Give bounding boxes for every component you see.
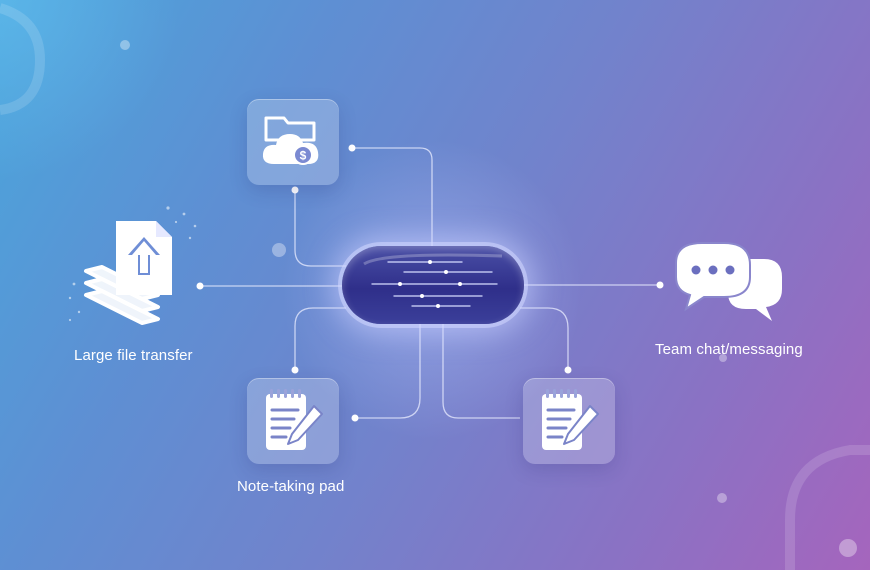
file-transfer-label: Large file transfer bbox=[74, 347, 193, 364]
cloud-storage-tile[interactable]: $ bbox=[247, 99, 339, 185]
data-stream-hub-icon bbox=[363, 253, 503, 308]
notepad-pencil-icon bbox=[266, 389, 323, 450]
notepad-pencil-icon bbox=[542, 389, 599, 450]
link-cloud-hub bbox=[352, 147, 433, 248]
link-dot bbox=[291, 366, 299, 374]
file-upload-stack-icon bbox=[84, 221, 172, 325]
link-cloud-hub-lower bbox=[294, 190, 346, 267]
link-dot bbox=[351, 414, 359, 422]
link-dot bbox=[656, 281, 664, 289]
link-dot bbox=[291, 186, 299, 194]
link-dot bbox=[564, 366, 572, 374]
link-notes-right-hub bbox=[442, 322, 520, 419]
link-dot bbox=[348, 144, 356, 152]
note-pad-tile[interactable] bbox=[247, 378, 339, 464]
chat-bubbles-icon bbox=[675, 242, 782, 321]
team-chat-label: Team chat/messaging bbox=[655, 341, 803, 358]
svg-text:$: $ bbox=[300, 149, 307, 163]
central-hub[interactable] bbox=[342, 246, 524, 324]
note-pad-label: Note-taking pad bbox=[237, 478, 345, 495]
link-notepad-hub-lower bbox=[355, 322, 421, 419]
cloud-folder-dollar-icon: $ bbox=[262, 116, 319, 165]
link-notepad-hub bbox=[294, 307, 346, 368]
link-dot bbox=[196, 282, 204, 290]
notes-right-tile[interactable] bbox=[523, 378, 615, 464]
link-notes-right-hub-upper bbox=[520, 307, 569, 368]
